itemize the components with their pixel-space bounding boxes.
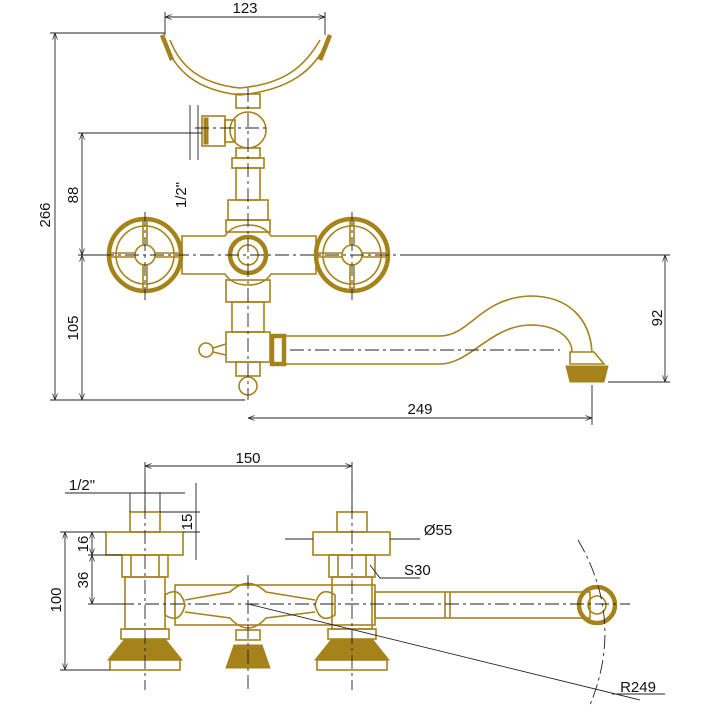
dim-105: 105 (65, 315, 82, 340)
dim-249: 249 (407, 401, 432, 418)
inlet-left (105, 511, 184, 671)
spout (269, 295, 609, 383)
dim-266: 266 (37, 202, 54, 227)
dim-s30: S30 (404, 562, 431, 579)
dim-15: 15 (179, 514, 196, 531)
diverter (198, 301, 271, 396)
shower-cradle (159, 34, 333, 109)
dimension-lines-plan (60, 462, 665, 695)
dimension-lines-front (50, 12, 670, 425)
front-view: 123 266 88 105 1/2" 92 249 (37, 0, 670, 425)
plan-spout (374, 584, 618, 626)
dim-150: 150 (235, 450, 260, 467)
dim-r249: R249 (620, 679, 656, 696)
dim-123: 123 (232, 0, 257, 17)
dim-thread-front: 1/2" (173, 182, 190, 208)
dim-16: 16 (75, 536, 92, 553)
dim-thread-plan: 1/2" (69, 477, 95, 494)
plan-view: 150 1/2" 15 16 36 100 Ø55 S30 R249 (48, 450, 665, 706)
dim-92: 92 (649, 310, 666, 327)
dim-88: 88 (65, 187, 82, 204)
mixer-body (181, 219, 317, 303)
dim-flange-diameter: Ø55 (424, 522, 452, 539)
dim-36: 36 (75, 572, 92, 589)
dim-100: 100 (48, 587, 65, 612)
